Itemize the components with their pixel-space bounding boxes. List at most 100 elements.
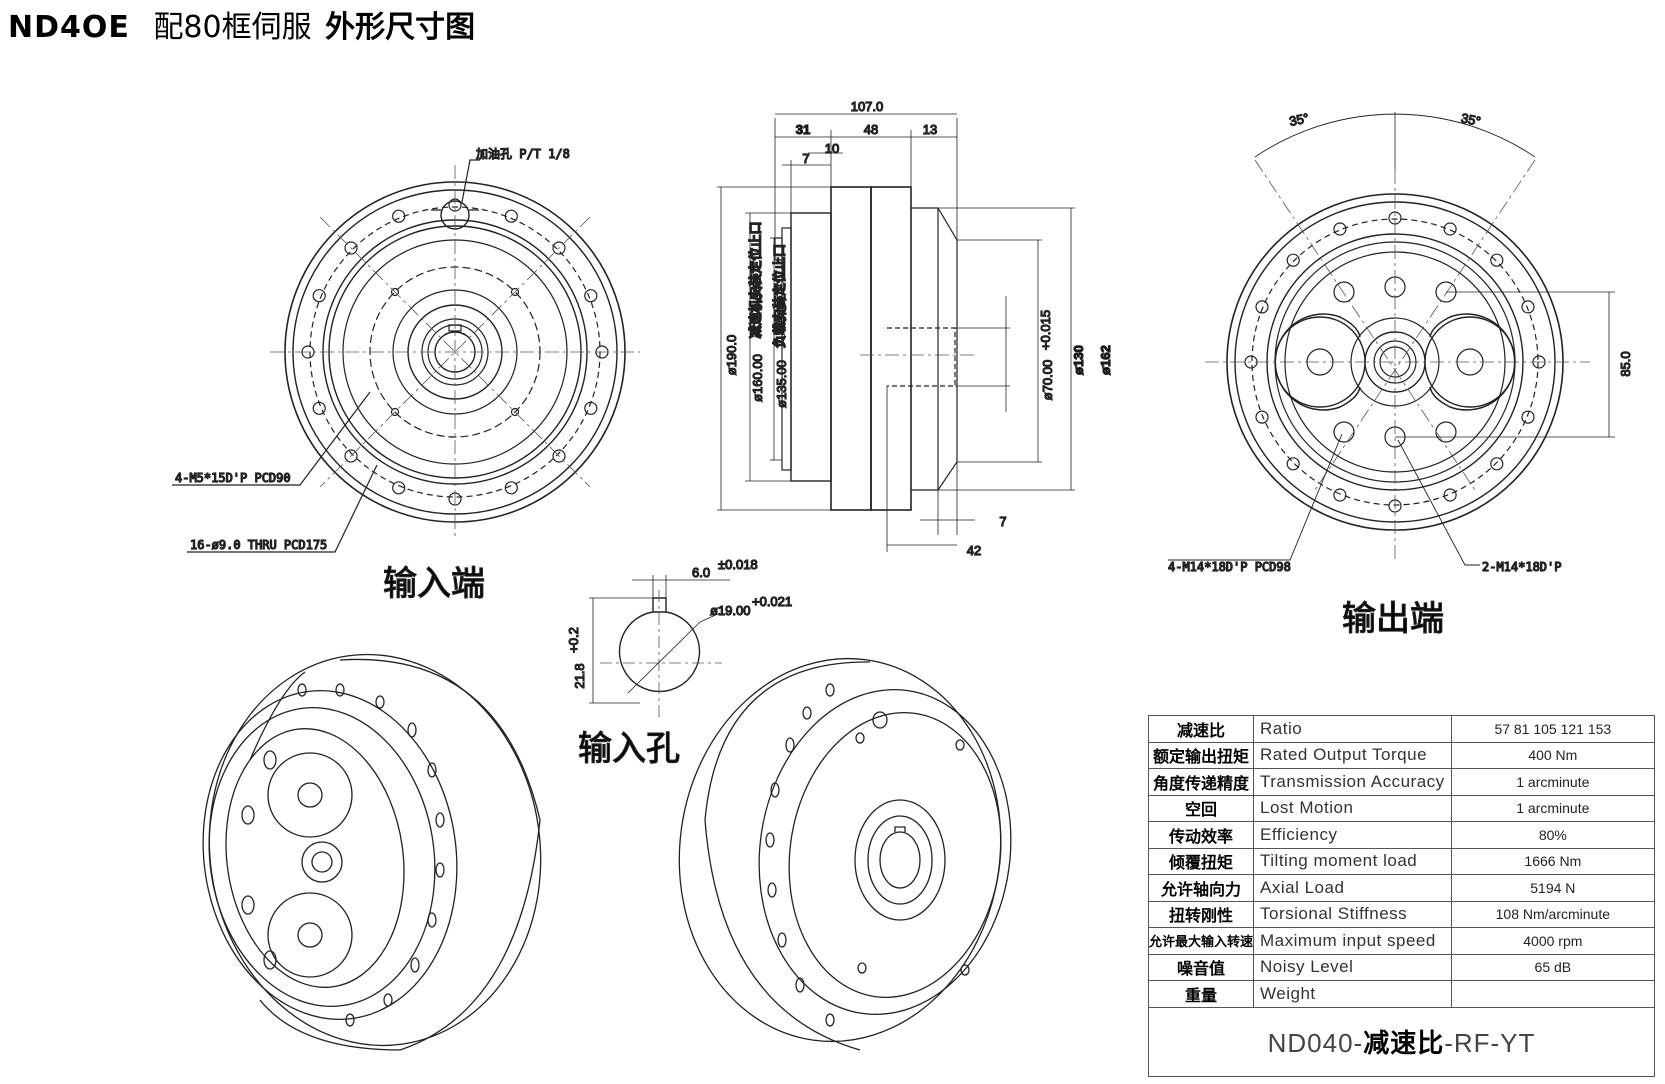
spec-en: Tilting moment load (1253, 847, 1452, 875)
spec-cn: 允许最大输入转速 (1147, 927, 1255, 955)
dim-dia-70-tol: +0.015 (1038, 310, 1053, 350)
iso-view-output (202, 653, 542, 1051)
dim-dia-135: ø135.00 (774, 360, 789, 408)
thru-holes-note: 16-ø9.0 THRU PCD175 (190, 538, 327, 552)
spec-cn: 倾覆扭矩 (1147, 847, 1255, 875)
model-code: ND040-减速比-RF-YT (1148, 1006, 1655, 1077)
dim-dia-160: ø160.00 (750, 354, 765, 402)
dim-overall-length: 107.0 (851, 99, 884, 114)
spec-en: Lost Motion (1253, 794, 1452, 822)
iso-view-input (678, 657, 1012, 1051)
spec-cn: 噪音值 (1147, 953, 1255, 981)
output-centerlines (1205, 159, 1590, 560)
spec-en: Maximum input speed (1253, 927, 1452, 955)
spec-cn: 允许轴向力 (1147, 874, 1255, 902)
oil-hole-note: 加油孔 P/T 1/8 (476, 147, 570, 161)
title-subtitle: 配80框伺服 (153, 10, 312, 45)
spec-en: Ratio (1253, 715, 1452, 743)
output-end-caption: 输出端 (1342, 599, 1444, 639)
spec-cn: 重量 (1147, 980, 1255, 1008)
spec-en: Weight (1253, 980, 1452, 1008)
input-tapped-holes (390, 287, 520, 417)
drawing-title: ND4OE 配80框伺服 外形尺寸图 (8, 2, 475, 46)
spec-cn: 传动效率 (1147, 821, 1255, 849)
spec-en: Torsional Stiffness (1253, 900, 1452, 928)
dim-dia-70: ø70.00 (1040, 360, 1055, 400)
keyway-height: 21.8 (572, 663, 587, 688)
iso-left-holes (241, 683, 445, 1027)
dim-13: 13 (923, 122, 937, 137)
output-tapped-note: 4-M14*18D'P PCD98 (1168, 560, 1291, 574)
side-view (717, 113, 1075, 552)
spec-cn: 额定输出扭矩 (1147, 741, 1255, 769)
spec-cn: 扭转刚性 (1147, 900, 1255, 928)
keyway-dia-tol: +0.021 (752, 594, 792, 609)
tapped-holes-note: 4-M5*15D'P PCD90 (175, 471, 291, 485)
dim-dia-135-tol: −0.04 (774, 298, 789, 331)
keyway-detail (589, 575, 730, 720)
spec-val: 400 Nm (1450, 741, 1656, 769)
iso-right-holes (765, 683, 970, 1027)
spec-en: Transmission Accuracy (1253, 768, 1452, 796)
spec-val: 80% (1450, 821, 1656, 849)
input-end-view (172, 159, 640, 553)
input-end-caption: 输入端 (383, 564, 485, 604)
spec-val: 1666 Nm (1450, 847, 1656, 875)
load-spigot-label: 负载安装定位止口 (772, 244, 787, 348)
spec-en: Noisy Level (1253, 953, 1452, 981)
spec-en: Axial Load (1253, 874, 1452, 902)
angle-left: 35° (1288, 110, 1310, 129)
output-tapped-note-2: 2-M14*18D'P (1482, 560, 1561, 574)
input-centerlines (270, 165, 640, 540)
dim-dia-160-tol: −0.04 (750, 286, 765, 319)
dim-31: 31 (796, 122, 810, 137)
dim-dia-130: ø130 (1071, 345, 1086, 375)
title-subtitle-bold: 外形尺寸图 (325, 10, 476, 45)
keyway-height-tol: +0.2 (566, 627, 581, 653)
spec-val (1450, 980, 1656, 1008)
dim-85: 85.0 (1618, 351, 1633, 376)
input-hole-caption: 输入孔 (578, 729, 680, 769)
spec-val: 65 dB (1450, 953, 1656, 981)
dim-48: 48 (864, 122, 878, 137)
spec-cn: 空回 (1147, 794, 1255, 822)
spec-val: 108 Nm/arcminute (1450, 900, 1656, 928)
model-code-row: ND040-减速比-RF-YT (1148, 1006, 1655, 1077)
dim-10: 10 (825, 141, 839, 156)
model-code-ratio: 减速比 (1363, 1029, 1445, 1059)
spec-val: 57 81 105 121 153 (1450, 715, 1656, 743)
dim-42: 42 (967, 543, 981, 558)
model-name: ND4OE (8, 10, 130, 45)
spec-en: Efficiency (1253, 821, 1452, 849)
angle-right: 35° (1460, 110, 1482, 129)
model-code-prefix: ND040- (1267, 1028, 1364, 1058)
dim-7-bottom: 7 (999, 514, 1006, 529)
reducer-spigot-label: 减速机安装定位止口 (748, 221, 763, 338)
side-dim-lines (717, 113, 1075, 552)
keyway-width: 6.0 (692, 565, 710, 580)
model-code-suffix: -RF-YT (1444, 1028, 1536, 1058)
spec-val: 4000 rpm (1450, 927, 1656, 955)
dim-dia-162: ø162 (1098, 345, 1113, 375)
dim-7-top: 7 (802, 151, 809, 166)
spec-cn: 角度传递精度 (1147, 768, 1255, 796)
keyway-dia: ø19.00 (710, 603, 750, 618)
spec-val: 5194 N (1450, 874, 1656, 902)
spec-cn: 减速比 (1147, 715, 1255, 743)
dim-dia-190: ø190.0 (724, 335, 739, 375)
spec-en: Rated Output Torque (1253, 741, 1452, 769)
